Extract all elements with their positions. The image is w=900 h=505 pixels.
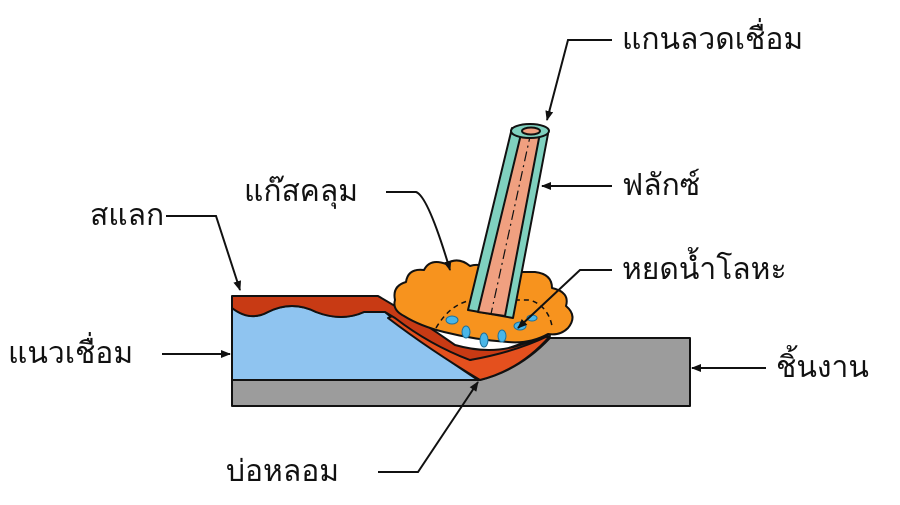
metal-droplets-label: หยดน้ำโลหะ: [622, 252, 787, 287]
workpiece-label: ชิ้นงาน: [776, 350, 869, 385]
leader-lines: [162, 39, 766, 473]
droplet: [497, 329, 507, 343]
slag-leader: [166, 215, 242, 291]
electrode-core-top: [521, 126, 541, 136]
droplet: [479, 332, 489, 348]
weld-bead-label: แนวเชื่อม: [8, 336, 134, 371]
droplet: [461, 325, 471, 339]
flux-label: ฟลักซ์: [622, 168, 701, 203]
slag-shape: [231, 295, 549, 361]
slag-label: สแลก: [90, 198, 165, 233]
shielding-gas-leader: [386, 191, 452, 271]
electrode-centerline: [490, 131, 532, 315]
electrode-leader: [545, 39, 612, 121]
electrode: [467, 123, 550, 319]
droplets-leader: [517, 269, 612, 329]
shielding-gas-label: แก๊สคลุม: [244, 174, 359, 209]
weld-pool-leader: [378, 381, 479, 473]
weld-pool-label: บ่อหลอม: [226, 454, 340, 489]
electrode-label: แกนลวดเชื่อม: [622, 22, 804, 57]
droplet: [445, 315, 459, 325]
